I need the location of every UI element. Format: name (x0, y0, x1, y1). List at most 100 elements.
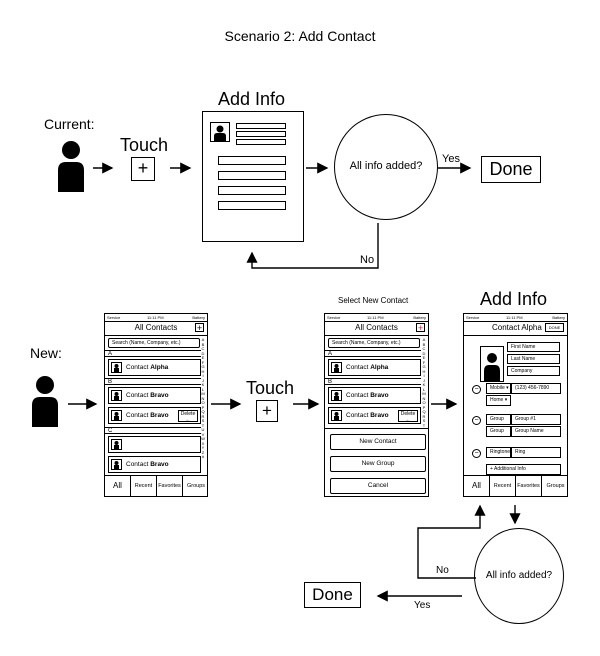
done-button[interactable]: DONE (545, 323, 564, 332)
yes-label: Yes (414, 600, 431, 611)
ringtone-label: Ringtone (486, 447, 511, 458)
new-contact-button[interactable]: New Contact (330, 434, 426, 450)
contact-prefix: Contact (126, 461, 149, 468)
add-contact-button[interactable]: + (416, 323, 425, 333)
contact-row[interactable]: Contact Bravo (108, 456, 201, 473)
arrow-left-icon: ← (185, 417, 191, 423)
yes-label: Yes (442, 153, 460, 165)
avatar (331, 390, 342, 401)
delete-button[interactable]: Delete ← (178, 410, 198, 423)
avatar (111, 459, 122, 470)
contact-name: Bravo (150, 392, 169, 399)
last-name-field[interactable]: Last Name (507, 354, 560, 364)
delete-label: Delete (180, 411, 196, 417)
contact-row[interactable]: Contact Bravo (328, 387, 421, 404)
remove-phone-icon[interactable]: − (472, 385, 481, 394)
decision-label: All info added? (485, 570, 553, 581)
additional-info-button[interactable]: + Additional Info (486, 464, 561, 475)
avatar (111, 390, 122, 401)
contact-row[interactable]: Contact Alpha (108, 359, 201, 376)
contact-name: Bravo (150, 412, 169, 419)
status-service: Service (327, 315, 341, 320)
contact-name: Bravo (370, 412, 389, 419)
list-title: All Contacts (325, 321, 428, 336)
contact-name: Bravo (370, 392, 389, 399)
phone-contacts-list: Service 11:11 PM Battery All Contacts + … (104, 313, 208, 497)
add-info-label: Add Info (218, 89, 286, 109)
status-service: Service (107, 315, 121, 320)
delete-button[interactable]: Delete ← (398, 410, 418, 423)
phone-contact-detail: Service 11:11 PM Battery Contact Alpha D… (463, 313, 568, 497)
tab-bar: All Recent Favorites Groups (464, 475, 567, 496)
tab-recent[interactable]: Recent (490, 476, 516, 496)
delete-label: Delete (400, 411, 416, 417)
contact-name: Alpha (370, 364, 389, 371)
contact-prefix: Contact (346, 364, 369, 371)
contact-prefix: Contact (126, 392, 149, 399)
remove-ringtone-icon[interactable]: − (472, 449, 481, 458)
form-field (218, 201, 286, 210)
contact-row[interactable]: Contact Alpha (328, 359, 421, 376)
group-label: Group (486, 426, 511, 437)
decision-label: All info added? (349, 160, 423, 172)
section-header-b: B (105, 378, 201, 385)
form-field (218, 156, 286, 165)
status-bar: Service 11:11 PM Battery (325, 314, 428, 322)
status-bar: Service 11:11 PM Battery (105, 314, 207, 322)
company-field[interactable]: Company (507, 366, 560, 376)
phone-action-sheet: Service 11:11 PM Battery All Contacts + … (324, 313, 429, 497)
avatar (331, 362, 342, 373)
form-document (202, 111, 304, 242)
mobile-type-select[interactable]: Mobile ▾ (486, 383, 511, 394)
new-group-button[interactable]: New Group (330, 456, 426, 472)
done-box: Done (481, 156, 541, 183)
avatar (331, 410, 342, 421)
no-label: No (436, 565, 449, 576)
add-button-icon: + (256, 400, 278, 422)
status-battery: Battery (192, 315, 205, 320)
contact-row[interactable]: Contact Bravo (108, 387, 201, 404)
detail-title: Contact Alpha (464, 321, 567, 336)
tab-favorites[interactable]: Favorites (157, 476, 183, 496)
scenario-title: Scenario 2: Add Contact (224, 28, 376, 44)
group-value-field[interactable]: Group #1 (511, 414, 561, 425)
select-new-contact-caption: Select New Contact (338, 296, 409, 305)
tab-favorites[interactable]: Favorites (516, 476, 542, 496)
form-field (218, 186, 286, 195)
contact-prefix: Contact (126, 412, 149, 419)
contact-prefix: Contact (346, 412, 369, 419)
search-input[interactable]: Search (Name, Company, etc.) (328, 338, 420, 348)
add-info-label: Add Info (480, 289, 548, 309)
tab-all[interactable]: All (105, 476, 131, 496)
status-time: 11:11 PM (506, 315, 523, 320)
tab-groups[interactable]: Groups (186, 483, 206, 489)
alphabet-index[interactable]: A B C D E F G H I J K L M N O P Q R S T … (201, 337, 205, 459)
tab-recent[interactable]: Recent (131, 476, 157, 496)
tab-groups[interactable]: Groups (546, 483, 565, 489)
tab-all[interactable]: All (464, 476, 490, 496)
decision-circle (474, 528, 564, 624)
contact-row[interactable]: Contact Bravo Delete ← (108, 407, 201, 424)
avatar (111, 439, 122, 450)
group-name-field[interactable]: Group Name (511, 426, 561, 437)
user-icon (56, 140, 86, 192)
mobile-number-field[interactable]: (123) 456-7890 (511, 383, 561, 394)
remove-group-icon[interactable]: − (472, 416, 481, 425)
photo-placeholder (210, 122, 230, 142)
group-label: Group (486, 414, 511, 425)
section-header-c: C (105, 427, 201, 434)
cancel-button[interactable]: Cancel (330, 478, 426, 494)
search-input[interactable]: Search (Name, Company, etc.) (108, 338, 200, 348)
status-service: Service (466, 315, 480, 320)
add-contact-button[interactable]: + (195, 323, 204, 333)
contact-photo[interactable] (480, 346, 504, 382)
no-label: No (360, 254, 375, 266)
form-line (236, 139, 286, 145)
contact-name: Bravo (150, 461, 169, 468)
first-name-field[interactable]: First Name (507, 342, 560, 352)
home-type-select[interactable]: Home ▾ (486, 395, 511, 406)
ringtone-value-field[interactable]: Ring (511, 447, 561, 458)
decision-circle (334, 114, 438, 220)
contact-row[interactable]: Contact Bravo Delete ← (328, 407, 421, 424)
contact-row[interactable] (108, 436, 201, 453)
